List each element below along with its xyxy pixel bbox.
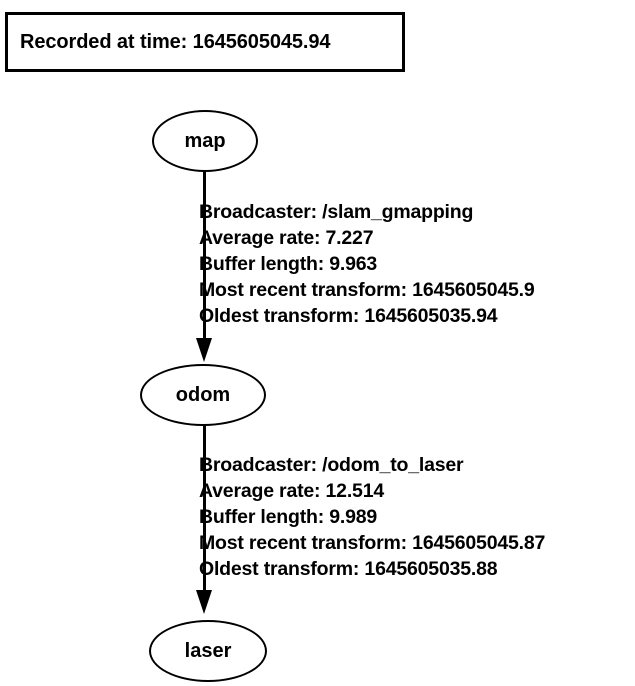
edge-label-average-rate: Average rate: 12.514: [199, 480, 384, 502]
graph-node-laser[interactable]: laser: [149, 620, 267, 682]
arrowhead-map-odom-icon: [196, 338, 212, 362]
graph-node-odom-label: odom: [175, 384, 231, 406]
edge-label-odom-laser: Broadcaster: /odom_to_laser Average rate…: [199, 452, 545, 582]
recorded-time-label: Recorded at time: 1645605045.94: [20, 30, 331, 53]
edge-line-odom-laser: [203, 424, 206, 590]
edge-line-map-odom: [203, 170, 206, 338]
graph-node-laser-label: laser: [184, 640, 232, 662]
edge-label-oldest-transform: Oldest transform: 1645605035.88: [199, 558, 498, 580]
arrowhead-odom-laser-icon: [196, 590, 212, 614]
edge-label-broadcaster: Broadcaster: /slam_gmapping: [199, 201, 474, 223]
edge-label-average-rate: Average rate: 7.227: [199, 227, 374, 249]
graph-node-odom[interactable]: odom: [140, 364, 266, 426]
edge-label-most-recent-transform: Most recent transform: 1645605045.87: [199, 532, 546, 554]
graph-node-map-label: map: [184, 130, 226, 152]
edge-label-most-recent-transform: Most recent transform: 1645605045.9: [199, 279, 535, 301]
edge-label-map-odom: Broadcaster: /slam_gmapping Average rate…: [199, 199, 535, 329]
edge-label-buffer-length: Buffer length: 9.963: [199, 253, 378, 275]
edge-label-buffer-length: Buffer length: 9.989: [199, 506, 378, 528]
graph-node-map[interactable]: map: [152, 110, 258, 172]
edge-label-oldest-transform: Oldest transform: 1645605035.94: [199, 305, 498, 327]
edge-label-broadcaster: Broadcaster: /odom_to_laser: [199, 454, 464, 476]
recorded-time-box: Recorded at time: 1645605045.94: [5, 12, 405, 72]
